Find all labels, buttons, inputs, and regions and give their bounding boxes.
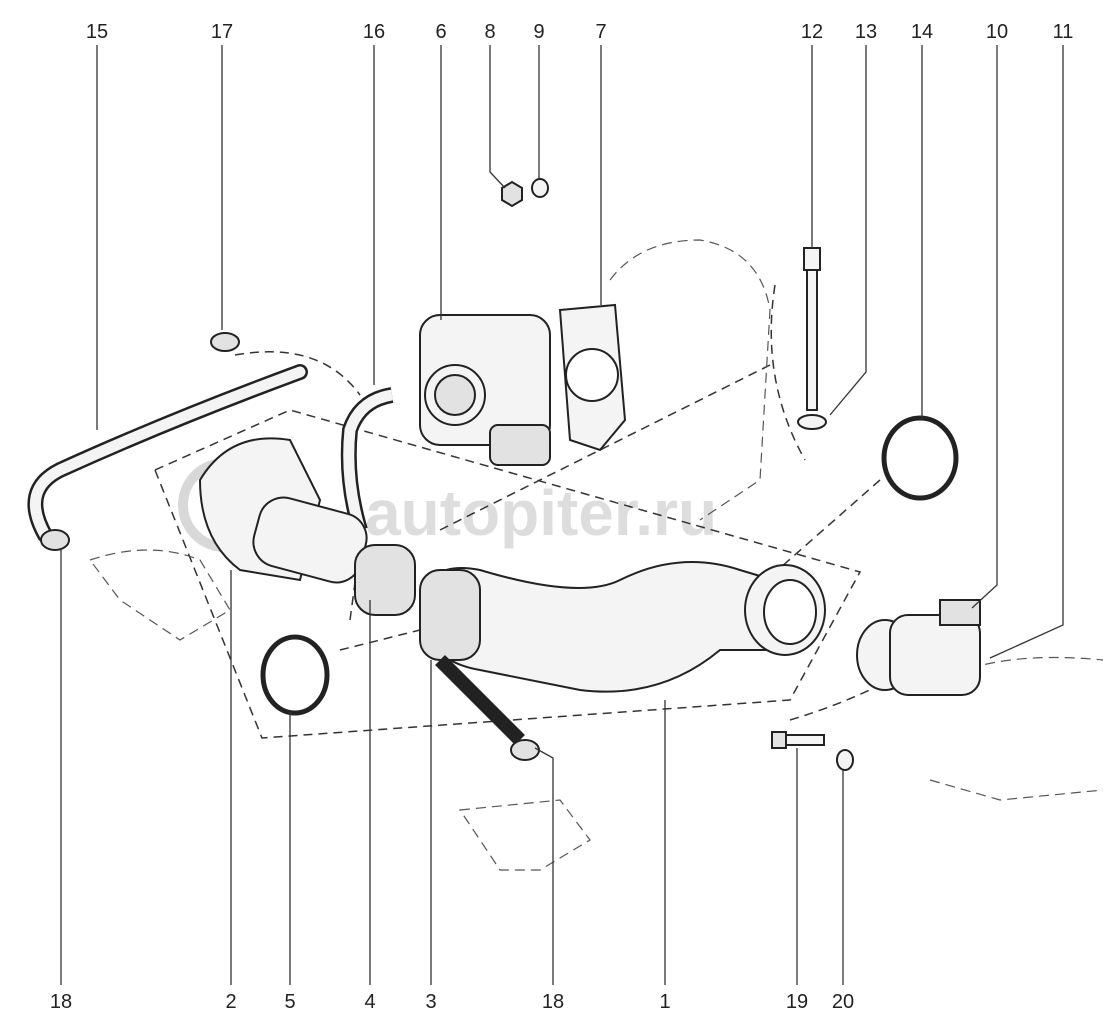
callout-15: 15	[86, 21, 108, 43]
bottom-callouts: 18 2 5 4 3 18 1 19 20	[50, 991, 854, 1013]
clamp-18-lower	[510, 739, 540, 761]
callout-19: 19	[786, 991, 808, 1013]
callout-9: 9	[533, 21, 544, 43]
clamp-5	[260, 634, 330, 716]
arrow-path-19	[789, 684, 881, 721]
arrow-path-14	[779, 479, 881, 569]
washer-13	[797, 414, 827, 430]
hose-lower	[435, 655, 525, 745]
callout-8: 8	[484, 21, 495, 43]
callout-16: 16	[363, 21, 385, 43]
arrow-path-7	[439, 364, 771, 531]
nut-20	[836, 749, 854, 771]
callout-18-lower: 18	[542, 991, 564, 1013]
callout-13: 13	[855, 21, 877, 43]
clamp-18	[40, 529, 70, 551]
callout-3: 3	[425, 991, 436, 1013]
air-duct-1	[418, 561, 792, 693]
callout-14: 14	[911, 21, 933, 43]
callout-2: 2	[225, 991, 236, 1013]
callout-17: 17	[211, 21, 233, 43]
callout-20: 20	[832, 991, 854, 1013]
bolt-12	[806, 269, 818, 411]
gasket-7	[558, 303, 627, 452]
air-filter-ghost	[929, 656, 1103, 801]
throttle-body-6	[419, 314, 551, 466]
callout-18: 18	[50, 991, 72, 1013]
top-callouts: 15 17 16 6 8 9 7 12 13 14 10 11	[86, 21, 1074, 43]
callout-4: 4	[364, 991, 375, 1013]
clamp-17	[210, 332, 240, 352]
nut-8	[501, 180, 523, 208]
callout-7: 7	[595, 21, 606, 43]
mass-air-flow-sensor-10	[856, 599, 981, 696]
intake-manifold-ghost	[609, 239, 771, 521]
cooling-pipe-ghost	[89, 549, 231, 641]
leader-lines	[60, 45, 1064, 985]
bolt-19-head	[771, 731, 787, 749]
arrow-path-17	[234, 351, 361, 396]
washer-9	[531, 178, 549, 198]
callout-10: 10	[986, 21, 1008, 43]
callout-6: 6	[435, 21, 446, 43]
callout-12: 12	[801, 21, 823, 43]
callout-11: 11	[1053, 21, 1074, 43]
clamp-14	[881, 415, 959, 501]
sleeve-4	[252, 496, 416, 616]
thermostat-ghost	[458, 799, 591, 871]
watermark-text: autopiter.ru	[365, 477, 717, 549]
bolt-19	[785, 734, 825, 746]
bolt-12-head	[803, 247, 821, 271]
callout-5: 5	[284, 991, 295, 1013]
assembly-outline	[154, 409, 862, 739]
arrow-path-12	[770, 284, 806, 461]
arrow-path-5	[339, 629, 421, 651]
sleeve-3	[419, 569, 481, 661]
callout-1: 1	[659, 991, 670, 1013]
